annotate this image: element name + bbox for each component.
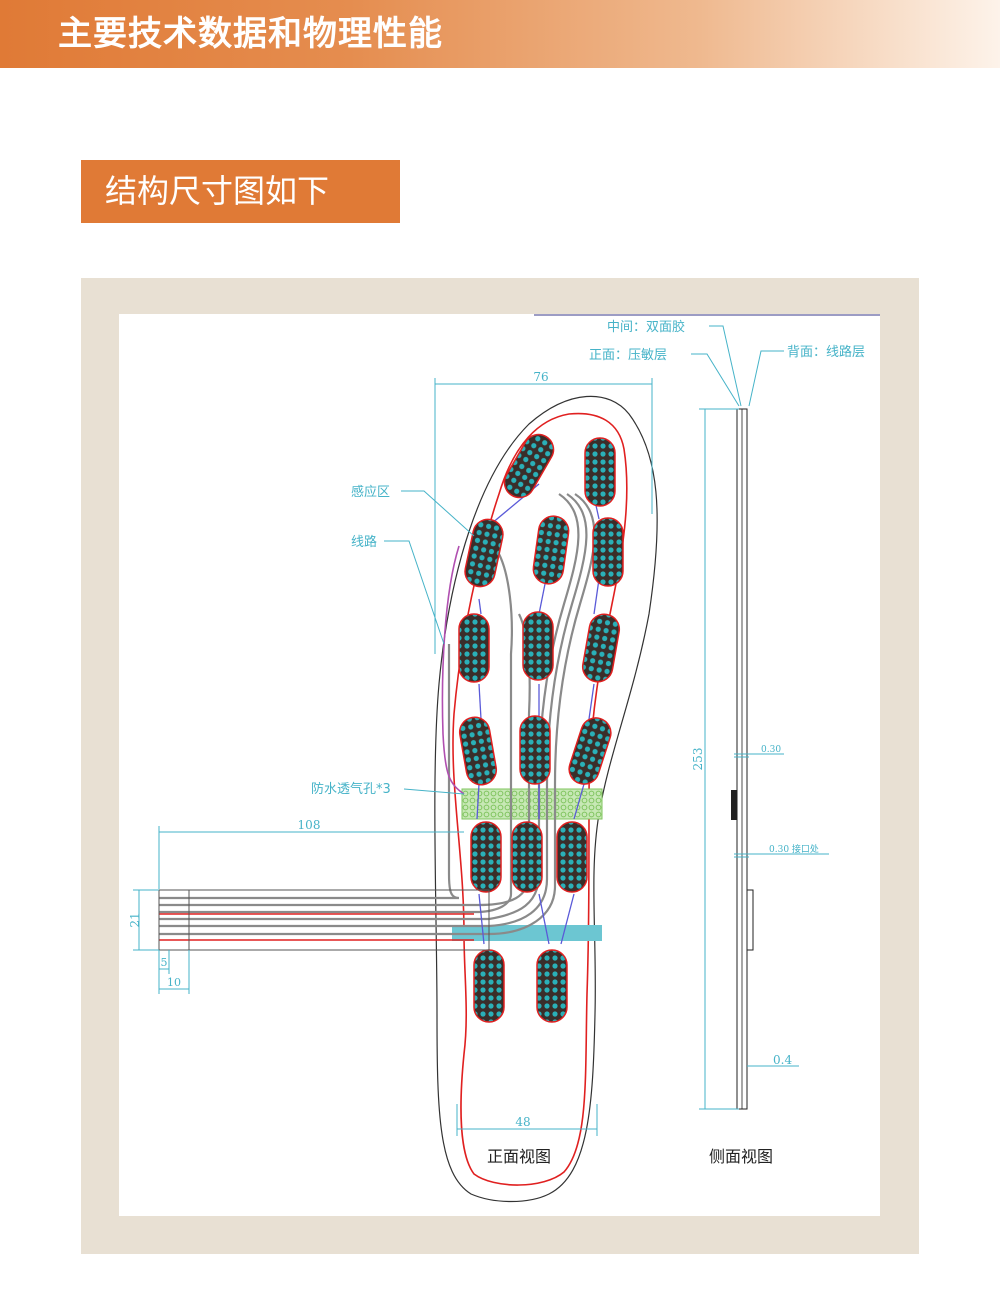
front-dimensions [133, 378, 653, 1136]
tail-height-label: 21 [128, 912, 142, 927]
tail-connector [158, 889, 190, 951]
sensor-pad [519, 715, 551, 785]
sensor-pad [458, 716, 498, 786]
section-tab: 结构尺寸图如下 [81, 160, 400, 223]
sensor-pads [458, 433, 624, 1023]
label-layer-middle: 中间：双面胶 [607, 319, 685, 335]
width-heel-label: 48 [515, 1115, 530, 1129]
side-view: 253 0.30 0.30 接口处 0.4 中间：双面胶 正面：压敏层 背面：线… [589, 319, 865, 1166]
sensor-pad [581, 613, 621, 683]
tail-red-trace [159, 913, 474, 941]
sensor-pad [568, 717, 612, 785]
side-thickness-b-label: 0.30 接口处 [769, 843, 819, 855]
sensor-pad [592, 517, 624, 587]
tail-dim-b-label: 10 [167, 976, 181, 989]
tail-length-label: 108 [298, 818, 321, 832]
sensor-pad [464, 518, 504, 588]
width-top-label: 76 [533, 370, 548, 384]
tail-dim-a-label: 5 [161, 956, 168, 969]
label-circuit: 线路 [351, 534, 377, 550]
side-block [731, 790, 737, 820]
sensor-pad [556, 821, 588, 893]
insole-diagram: 76 48 108 21 5 10 感应区 线路 防水透气孔*3 正面视图 [128, 314, 880, 1203]
sensor-pad [473, 949, 505, 1023]
label-vent-holes: 防水透气孔*3 [311, 781, 391, 797]
sensor-pad [532, 515, 570, 585]
sensor-pad [536, 949, 568, 1023]
sensor-pad [470, 821, 502, 893]
sensor-pad [503, 433, 555, 499]
diagram-canvas: 76 48 108 21 5 10 感应区 线路 防水透气孔*3 正面视图 [119, 314, 880, 1216]
sensor-pad [511, 821, 543, 893]
side-thickness-total-label: 0.4 [773, 1053, 792, 1067]
diagram-frame: 76 48 108 21 5 10 感应区 线路 防水透气孔*3 正面视图 [81, 278, 919, 1254]
purple-trace [441, 545, 465, 795]
side-dimensions [691, 325, 829, 1110]
front-view: 76 48 108 21 5 10 感应区 线路 防水透气孔*3 正面视图 [128, 370, 658, 1203]
sensor-pad [522, 611, 554, 681]
sensor-pad [584, 437, 616, 507]
side-length-label: 253 [691, 748, 705, 771]
page-title: 主要技术数据和物理性能 [58, 14, 443, 54]
front-leaders [384, 490, 475, 795]
section-label: 结构尺寸图如下 [105, 172, 330, 210]
label-layer-front: 正面：压敏层 [589, 348, 667, 363]
label-layer-back: 背面：线路层 [787, 344, 865, 360]
side-interface [746, 889, 754, 951]
label-sensing-area: 感应区 [351, 484, 390, 500]
caption-front-view: 正面视图 [487, 1147, 551, 1166]
insole-outline [434, 395, 658, 1203]
header-bar: 主要技术数据和物理性能 [0, 0, 1000, 68]
side-thickness-a-label: 0.30 [761, 745, 781, 755]
sensor-pad [458, 613, 490, 683]
caption-side-view: 侧面视图 [709, 1147, 773, 1166]
